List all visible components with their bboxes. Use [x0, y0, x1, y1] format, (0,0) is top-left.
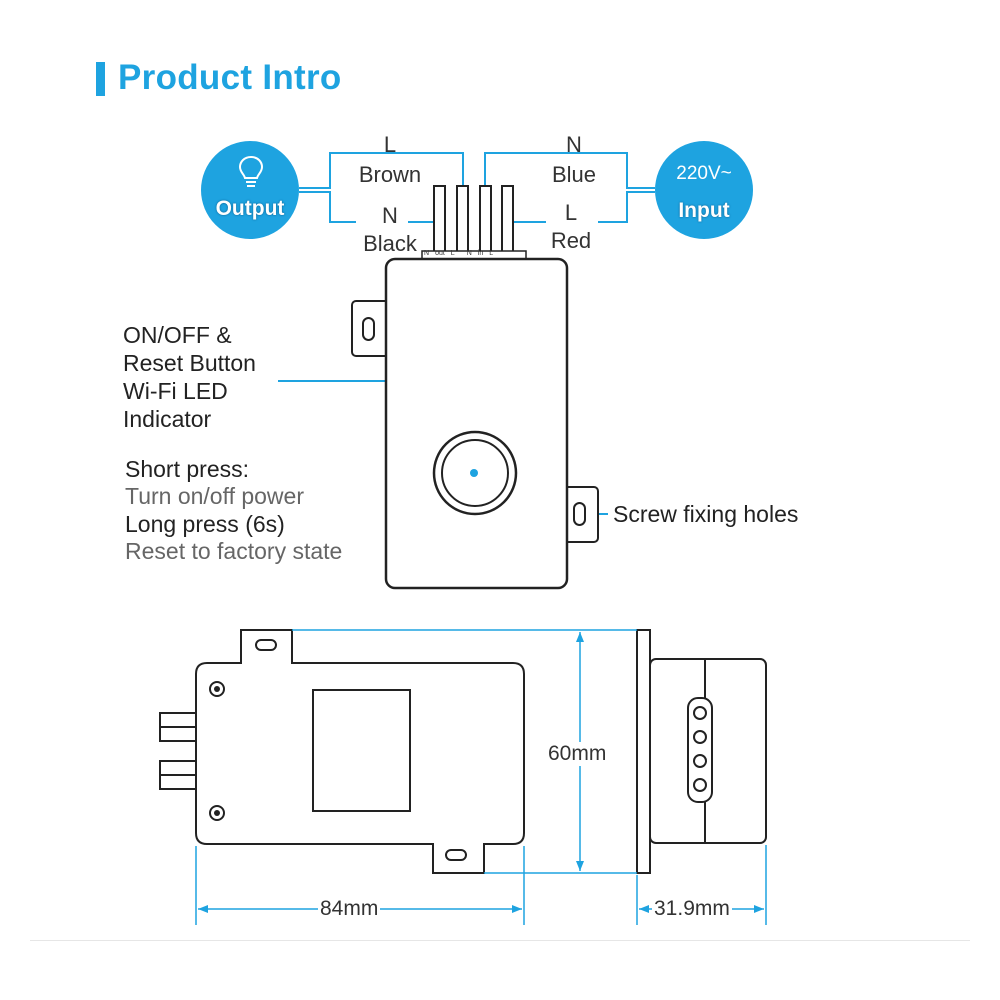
mount-screw-center: [214, 810, 220, 816]
page-title: Product Intro: [118, 58, 342, 97]
button-label-line: Wi-Fi LED: [123, 378, 228, 404]
connector-pin: [159, 760, 201, 776]
red-wire-line: [598, 191, 655, 223]
wire-color-blue: Blue: [551, 162, 597, 187]
dim-width-label: 84mm: [318, 897, 381, 921]
label-plate: [312, 689, 411, 812]
wire-color-brown: Brown: [358, 162, 422, 187]
wire-color-black: Black: [363, 231, 417, 256]
terminal-pin: [501, 185, 514, 255]
wire-letter-black: N: [382, 203, 398, 228]
terminal-label: out: [435, 250, 445, 257]
terminal-labels: N out L N in L: [424, 250, 524, 257]
wire-letter-red: L: [564, 200, 578, 225]
terminal-label: N: [424, 250, 430, 257]
screw-slot-bottom: [445, 849, 467, 861]
black-wire-line: [299, 191, 356, 223]
led-indicator-dot: [470, 469, 478, 477]
terminal-label: N: [466, 250, 472, 257]
dim-arrow: [639, 905, 649, 913]
screw-hole-left: [362, 317, 375, 341]
terminal-pin: [456, 185, 469, 255]
dim-arrow: [754, 905, 764, 913]
output-label: Output: [215, 197, 285, 220]
button-label-line: Indicator: [123, 406, 212, 432]
blue-wire-line: [484, 152, 655, 189]
wire-letter-brown: L: [383, 132, 397, 157]
dim-arrow: [576, 632, 584, 642]
dim-arrow: [576, 861, 584, 871]
dim-arrow: [198, 905, 208, 913]
button-label-line: ON/OFF &: [123, 322, 232, 348]
terminal-pin: [479, 185, 492, 255]
terminal-label: in: [477, 250, 484, 257]
wire-letter-blue: N: [566, 132, 582, 157]
terminal-screw: [693, 754, 707, 768]
connector-pin: [159, 774, 201, 790]
mount-screw-center: [214, 686, 220, 692]
long-press-title: Long press (6s): [125, 511, 285, 537]
terminal-screw: [693, 778, 707, 792]
screw-slot-top: [255, 639, 277, 651]
device-body: [384, 257, 569, 590]
terminal-screw: [693, 706, 707, 720]
input-badge: 220V~ Input: [655, 141, 753, 239]
footer-divider: [30, 940, 970, 941]
end-view-flange: [636, 629, 651, 874]
dim-depth-label: 31.9mm: [652, 897, 732, 921]
short-press-title: Short press:: [125, 456, 249, 482]
short-press-desc: Turn on/off power: [125, 483, 304, 509]
dim-height-label: 60mm: [546, 742, 609, 766]
lightbulb-icon: [238, 155, 264, 187]
connector-pin: [159, 726, 201, 742]
dim-arrow: [512, 905, 522, 913]
input-voltage: 220V~: [676, 163, 732, 184]
brown-wire-line: [299, 152, 464, 189]
button-label-line: Reset Button: [123, 350, 256, 376]
terminal-label: L: [450, 250, 455, 257]
long-press-desc: Reset to factory state: [125, 538, 343, 564]
terminal-label: L: [489, 250, 494, 257]
output-badge: Output: [201, 141, 299, 239]
title-accent-bar: [96, 62, 105, 96]
screw-hole-right: [573, 502, 586, 526]
screw-holes-label: Screw fixing holes: [613, 501, 799, 527]
end-view-terminal-strip: [687, 697, 713, 803]
connector-pin: [159, 712, 201, 728]
terminal-screw: [693, 730, 707, 744]
wire-color-red: Red: [550, 228, 592, 253]
input-label: Input: [678, 199, 730, 222]
